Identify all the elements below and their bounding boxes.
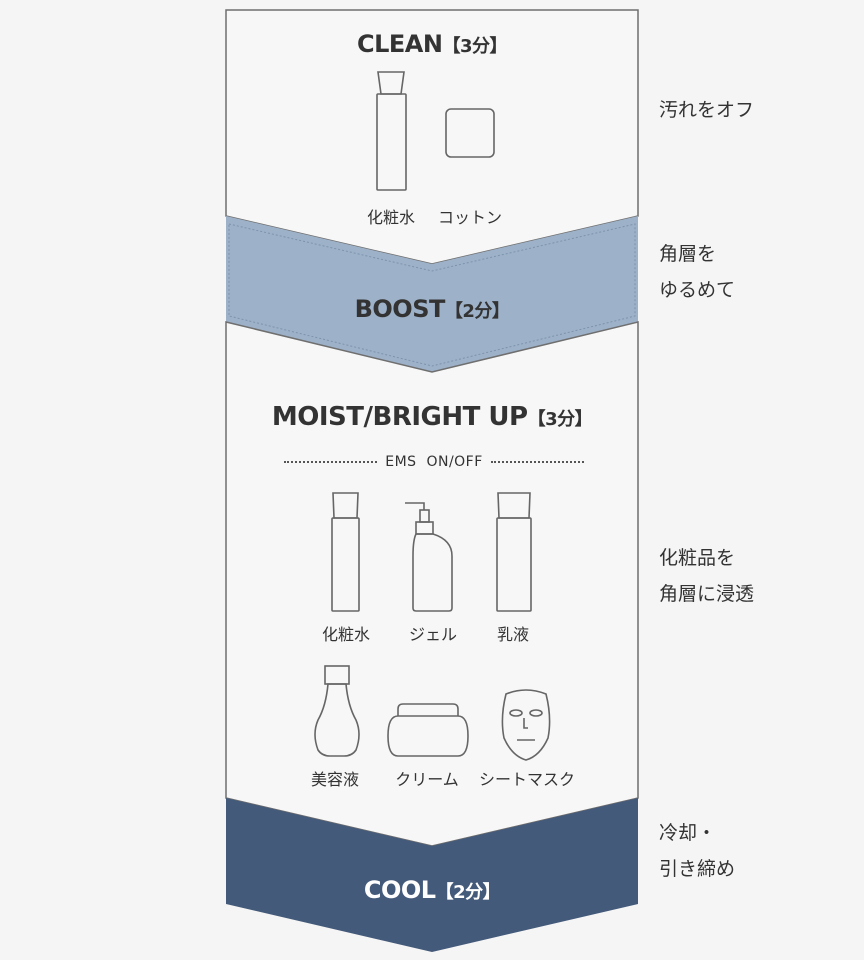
boost-band [226, 216, 638, 372]
item-label: 乳液 [496, 625, 529, 644]
item-label: 化粧水 [366, 208, 415, 227]
boost-note: 角層を ゆるめて [659, 243, 736, 301]
toner-bottle-icon [376, 71, 407, 191]
dotted-divider [490, 461, 585, 463]
item-label: ジェル [408, 625, 457, 644]
cotton-pad-icon [445, 108, 495, 158]
ems-toggle-label: EMS ON/OFF [284, 454, 585, 470]
emulsion-bottle-icon [496, 492, 532, 612]
cream-jar-icon [387, 703, 469, 757]
cool-note: 冷却・ 引き締め [659, 822, 736, 880]
dotted-divider [284, 461, 378, 463]
gel-pump-bottle-icon [405, 502, 453, 612]
item-label: 化粧水 [321, 625, 370, 644]
moist-title: MOIST/BRIGHT UP【3分】 [271, 402, 593, 432]
item-label: 美容液 [310, 770, 359, 789]
cool-title: COOL【2分】 [363, 876, 501, 904]
boost-title: BOOST【2分】 [354, 295, 510, 323]
moist-note: 化粧品を 角層に浸透 [659, 547, 755, 605]
clean-title: CLEAN【3分】 [357, 30, 507, 58]
cool-band [226, 798, 638, 952]
item-label: コットン [437, 208, 502, 227]
sheet-mask-icon [501, 689, 551, 761]
boost-band-stitch [228, 223, 636, 367]
item-label: クリーム [395, 770, 459, 789]
clean-note: 汚れをオフ [659, 99, 755, 121]
serum-bottle-icon [314, 665, 360, 757]
toner-bottle-icon [331, 492, 360, 612]
item-label: シートマスク [478, 770, 575, 789]
ems-mode-text: EMS ON/OFF [385, 454, 483, 470]
